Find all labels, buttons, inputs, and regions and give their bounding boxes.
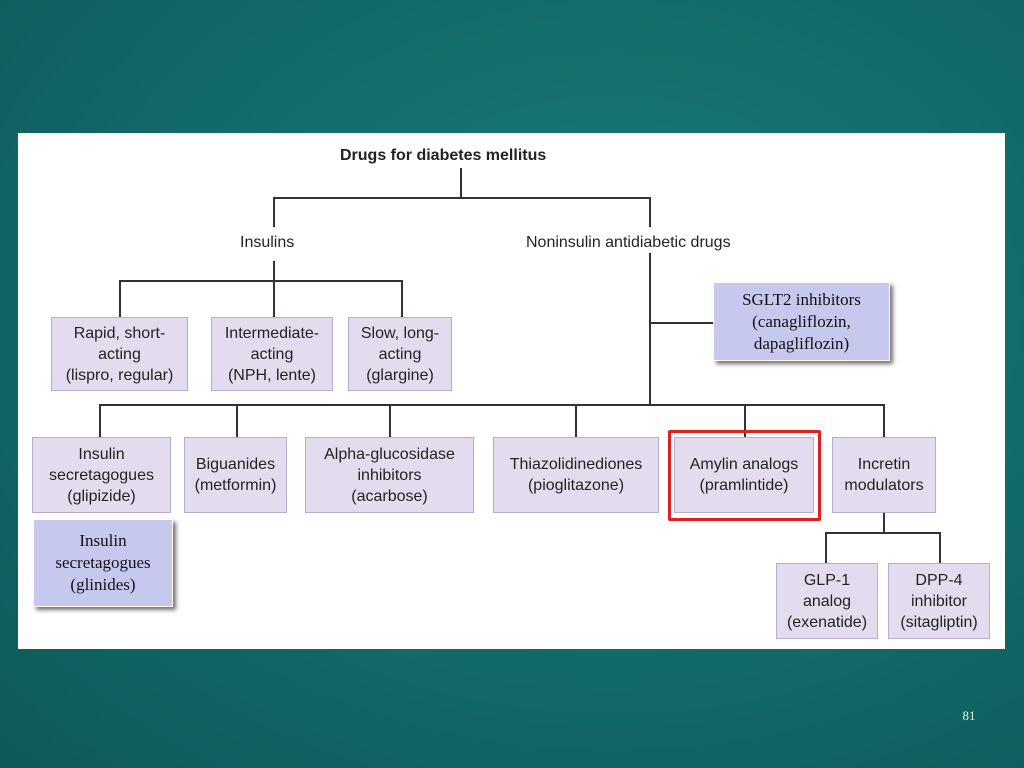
connector-line: [273, 197, 651, 199]
amylin-highlight-frame: [668, 430, 821, 521]
connector-line: [119, 280, 403, 282]
connector-line: [883, 404, 885, 437]
class-incretin-modulators: Incretin modulators: [832, 437, 936, 513]
subclass-glp1-analog: GLP-1 analog (exenatide): [776, 563, 878, 639]
connector-line: [99, 404, 885, 406]
connector-line: [575, 404, 577, 437]
connector-line: [460, 168, 462, 198]
connector-line: [883, 513, 885, 534]
connector-line: [649, 197, 651, 227]
connector-line: [401, 280, 403, 317]
insulin-type-intermediate: Intermediate- acting (NPH, lente): [211, 317, 333, 391]
insulins-label: Insulins: [240, 234, 295, 251]
connector-line: [939, 532, 941, 563]
diagram-panel: Drugs for diabetes mellitus Insulins Non…: [18, 133, 1005, 649]
insulin-type-rapid: Rapid, short- acting (lispro, regular): [51, 317, 188, 391]
connector-line: [273, 261, 275, 281]
connector-line: [389, 404, 391, 437]
connector-line: [825, 532, 941, 534]
insulin-type-slow: Slow, long- acting (glargine): [348, 317, 452, 391]
class-alpha-glucosidase: Alpha-glucosidase inhibitors (acarbose): [305, 437, 474, 513]
class-amylin-analogs: Amylin analogs (pramlintide): [674, 437, 814, 513]
connector-line: [825, 532, 827, 563]
connector-line: [651, 322, 713, 324]
connector-line: [119, 280, 121, 317]
connector-line: [236, 404, 238, 437]
connector-line: [273, 280, 275, 317]
glinides-box: Insulin secretagogues (glinides): [33, 519, 173, 607]
diagram-title: Drugs for diabetes mellitus: [340, 147, 547, 164]
connector-line: [273, 197, 275, 227]
subclass-dpp4-inhibitor: DPP-4 inhibitor (sitagliptin): [888, 563, 990, 639]
connector-line: [99, 404, 101, 437]
sglt2-inhibitors-box: SGLT2 inhibitors (canagliflozin, dapagli…: [713, 282, 890, 361]
connector-line: [744, 404, 746, 437]
slide-number: 81: [962, 708, 976, 723]
class-insulin-secretagogues: Insulin secretagogues (glipizide): [32, 437, 171, 513]
connector-line: [649, 253, 651, 405]
class-biguanides: Biguanides (metformin): [184, 437, 287, 513]
noninsulin-label: Noninsulin antidiabetic drugs: [526, 234, 731, 251]
class-thiazolidinediones: Thiazolidinediones (pioglitazone): [493, 437, 659, 513]
